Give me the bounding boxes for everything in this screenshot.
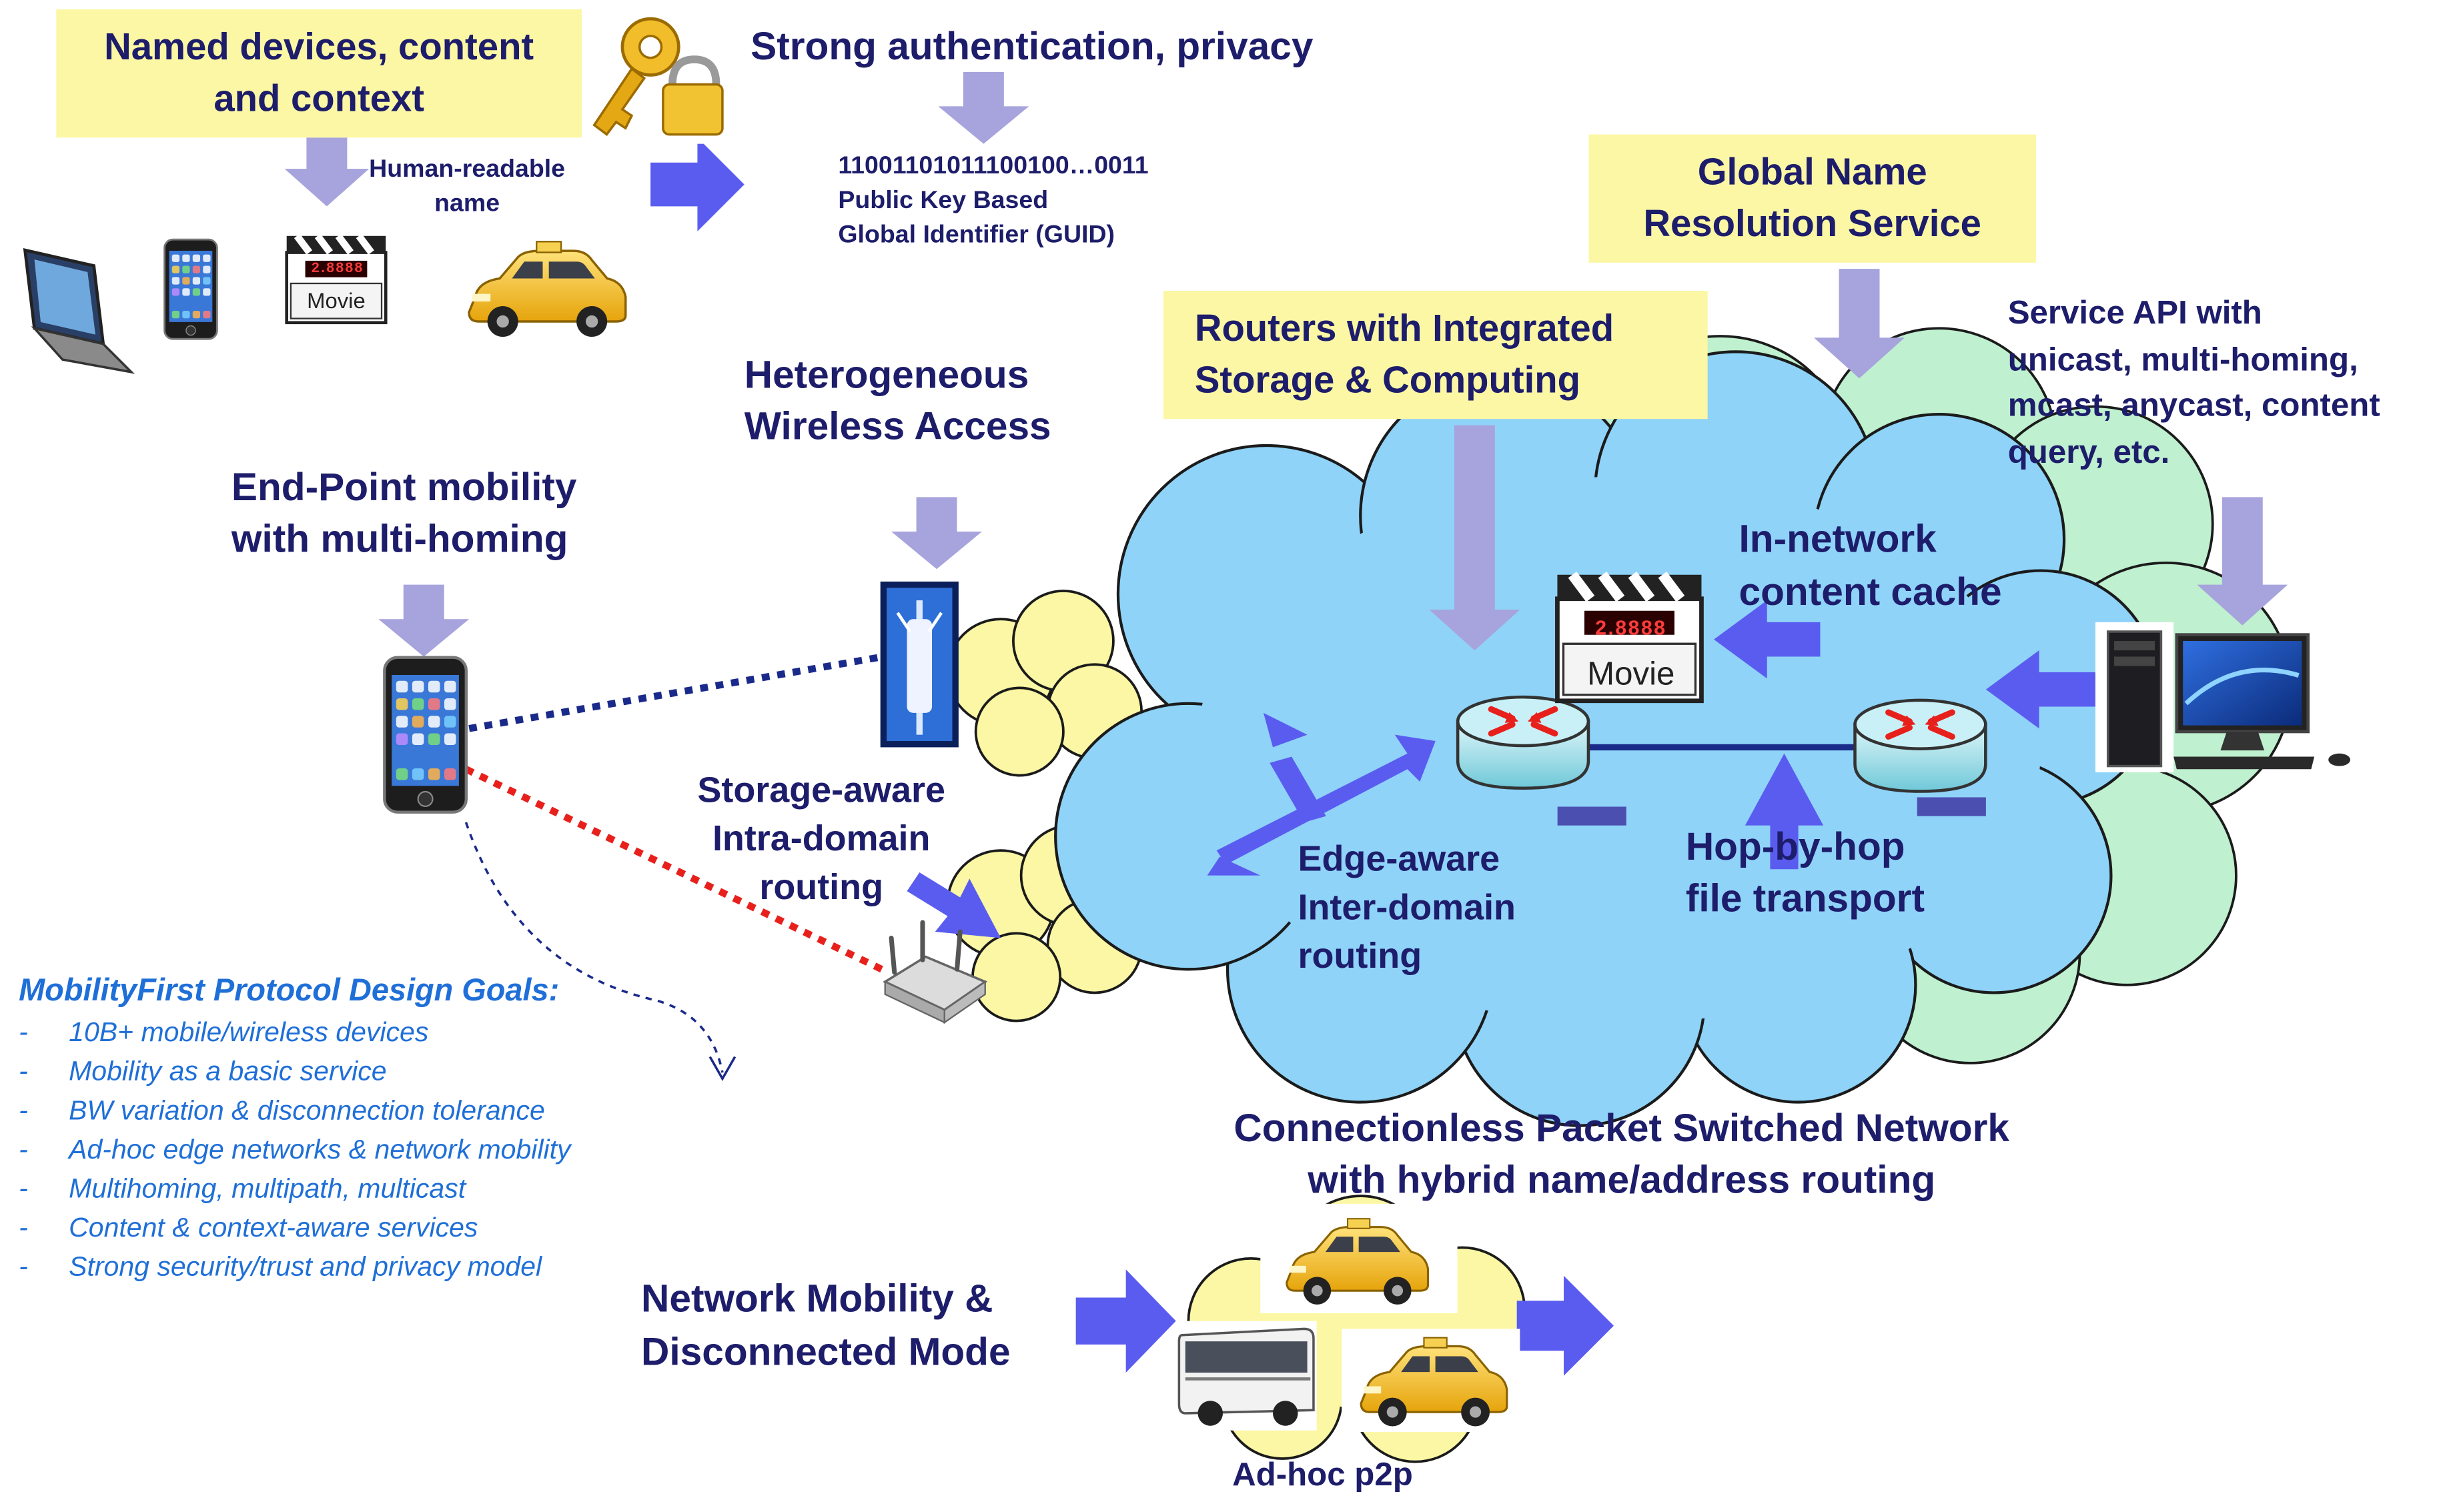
storage-aware-line: Intra-domain	[712, 817, 931, 858]
movie-label: Movie	[1587, 656, 1675, 693]
phone-icon	[384, 658, 466, 812]
network-mobility-line: Disconnected Mode	[641, 1330, 1011, 1375]
list-item: -10B+ mobile/wireless devices	[19, 1016, 429, 1048]
service-api-line: unicast, multi-homing,	[2007, 341, 2358, 378]
router-port	[1557, 806, 1626, 826]
storage-aware-line: Storage-aware	[697, 769, 945, 810]
left-arrow-icon	[1985, 650, 2095, 729]
adhoc-p2p-label: Ad-hoc p2p	[1232, 1457, 1413, 1493]
hop-by-hop-label: Hop-by-hop file transport	[1686, 822, 1925, 926]
guid-label: 11001101011100100…0011 Public Key Based …	[838, 150, 1148, 253]
design-goals: MobilityFirst Protocol Design Goals: -10…	[19, 974, 570, 1287]
movie-counter: 2.8888	[1595, 616, 1667, 640]
connectionless-line: with hybrid name/address routing	[1308, 1158, 1936, 1203]
service-api-label: Service API with unicast, multi-homing, …	[2008, 291, 2380, 476]
strong-auth-label: Strong authentication, privacy	[751, 25, 1314, 69]
right-arrow-icon	[650, 137, 745, 231]
key-lock-icon	[581, 9, 724, 144]
edge-aware-line: Inter-domain	[1298, 886, 1516, 927]
inter-domain-arrow-icon	[1216, 734, 1436, 870]
human-readable-label: Human-readable name	[369, 153, 565, 222]
movie-counter: 2.8888	[312, 259, 364, 275]
list-item: -BW variation & disconnection tolerance	[19, 1094, 545, 1126]
human-readable-line: Human-readable	[369, 156, 566, 183]
network-mobility-label: Network Mobility & Disconnected Mode	[641, 1273, 1011, 1379]
hop-line: Hop-by-hop	[1685, 825, 1905, 870]
design-goals-title: MobilityFirst Protocol Design Goals:	[19, 974, 560, 1008]
hetero-line: Heterogeneous	[744, 353, 1029, 398]
named-devices-line: Named devices, content	[104, 26, 534, 69]
down-arrow-icon	[2197, 497, 2288, 626]
taxi-icon	[468, 240, 627, 338]
storage-aware-label: Storage-aware Intra-domain routing	[697, 766, 945, 912]
hetero-line: Wireless Access	[744, 405, 1051, 449]
connectionless-label: Connectionless Packet Switched Network w…	[1191, 1104, 2051, 1207]
guid-line: Public Key Based	[838, 187, 1049, 215]
list-item: -Strong security/trust and privacy model	[19, 1251, 542, 1283]
blue-cloud-fill	[1196, 476, 2041, 1024]
network-mobility-line: Network Mobility &	[641, 1277, 993, 1321]
bus-icon	[1179, 1329, 1314, 1425]
list-item: -Mobility as a basic service	[19, 1055, 387, 1087]
list-item: -Ad-hoc edge networks & network mobility	[19, 1133, 571, 1165]
down-arrow-icon	[938, 71, 1029, 144]
storage-aware-line: routing	[759, 866, 884, 907]
service-api-line: Service API with	[2007, 295, 2262, 331]
base-station-icon	[880, 581, 959, 748]
right-arrow-icon	[1516, 1275, 1614, 1376]
design-goals-list: -10B+ mobile/wireless devices -Mobility …	[19, 1013, 570, 1287]
right-arrow-icon	[1075, 1269, 1176, 1373]
human-readable-line: name	[434, 190, 500, 217]
gnrs-line: Resolution Service	[1643, 203, 1981, 246]
endpoint-line: with multi-homing	[231, 517, 568, 562]
router-port	[1917, 797, 1986, 816]
edge-aware-label: Edge-aware Inter-domain routing	[1298, 835, 1516, 980]
laptop-icon	[23, 248, 135, 374]
guid-line: Global Identifier (GUID)	[838, 221, 1115, 249]
left-arrow-icon	[1714, 600, 1821, 679]
wifi-router-icon	[883, 920, 988, 1024]
in-network-line: In-network	[1739, 517, 1937, 562]
routers-box: Routers with Integrated Storage & Comput…	[1163, 290, 1708, 420]
routers-line: Routers with Integrated	[1194, 307, 1614, 351]
up-arrow-icon	[1745, 753, 1824, 870]
guid-line: 11001101011100100…0011	[838, 153, 1149, 180]
service-api-line: query, etc.	[2007, 434, 2170, 470]
connectionless-line: Connectionless Packet Switched Network	[1234, 1106, 2010, 1151]
wireless-link-dotted-blue	[468, 653, 885, 732]
list-item: -Multihoming, multipath, multicast	[19, 1173, 466, 1204]
network-router-icon	[1855, 700, 1986, 792]
in-network-cache-label: In-network content cache	[1739, 513, 2002, 619]
down-arrow-icon	[1814, 269, 1905, 379]
named-devices-line: and context	[213, 78, 425, 121]
network-router-icon	[1458, 697, 1588, 788]
edge-aware-line: Edge-aware	[1298, 838, 1500, 879]
down-arrow-icon	[378, 584, 470, 657]
gnrs-line: Global Name	[1697, 151, 1927, 194]
in-network-line: content cache	[1739, 570, 2002, 615]
endpoint-mobility-label: End-Point mobility with multi-homing	[231, 463, 577, 566]
hetero-access-label: Heterogeneous Wireless Access	[745, 350, 1051, 454]
endpoint-line: End-Point mobility	[231, 466, 577, 510]
edge-aware-line: routing	[1298, 934, 1422, 976]
lavender-arrows	[284, 71, 2288, 657]
named-devices-box: Named devices, content and context	[56, 9, 582, 138]
desktop-computer-icon	[2095, 622, 2351, 772]
service-api-line: mcast, anycast, content	[2007, 388, 2380, 424]
phone-icon	[163, 238, 218, 340]
hop-line: file transport	[1685, 876, 1925, 921]
list-item: -Content & context-aware services	[19, 1211, 478, 1243]
diagonal-arrow-icon	[907, 872, 1001, 938]
down-arrow-icon	[891, 497, 983, 570]
down-arrow-icon	[1429, 425, 1520, 651]
gnrs-box: Global Name Resolution Service	[1588, 134, 2036, 263]
down-arrow-icon	[284, 137, 370, 207]
routers-line: Storage & Computing	[1194, 359, 1580, 402]
movie-label: Movie	[307, 287, 366, 313]
